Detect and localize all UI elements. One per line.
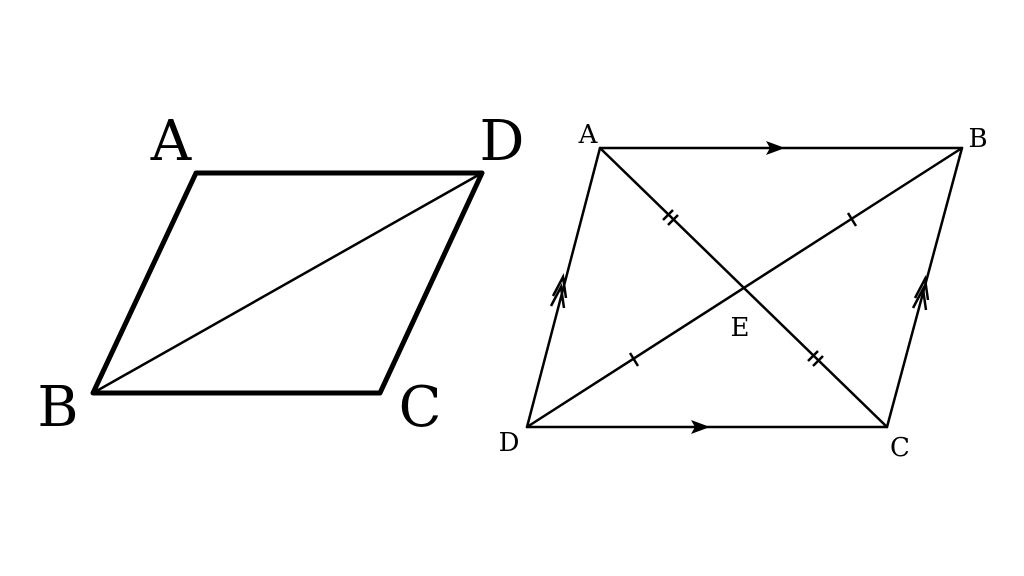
left-vertex-label-c: C <box>399 375 442 440</box>
single-tick-de <box>628 352 640 367</box>
right-parallelogram: A B C D E <box>499 120 988 463</box>
parallel-double-arrow-ad <box>549 273 568 309</box>
right-vertex-label-b: B <box>968 124 987 154</box>
right-vertex-label-c: C <box>890 433 910 463</box>
parallel-arrow-ab <box>766 141 785 155</box>
left-vertex-label-d: D <box>480 109 525 174</box>
double-tick-ae <box>662 209 679 226</box>
left-parallelogram: A D B C <box>37 109 524 440</box>
single-tick-eb <box>846 212 858 227</box>
double-tick-ec <box>807 350 824 367</box>
right-vertex-label-a: A <box>578 120 599 150</box>
right-vertex-label-e: E <box>731 313 750 343</box>
parallel-arrow-dc <box>691 420 710 434</box>
left-diagonal-bd <box>91 171 484 395</box>
left-vertex-label-a: A <box>150 109 192 174</box>
right-vertex-label-d: D <box>499 428 520 458</box>
left-vertex-label-b: B <box>37 375 78 440</box>
parallel-double-arrow-bc <box>911 275 930 311</box>
right-diagonal-db <box>525 146 964 429</box>
left-parallelogram-outline <box>90 170 485 396</box>
